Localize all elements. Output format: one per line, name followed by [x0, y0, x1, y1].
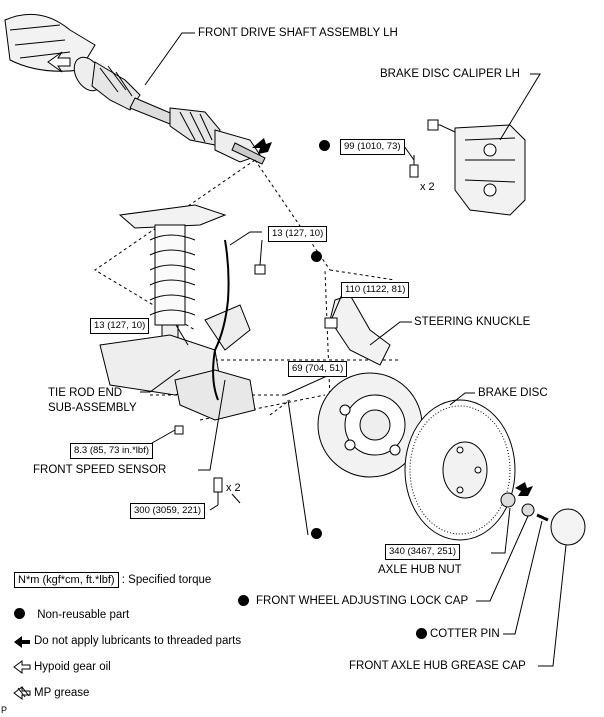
label-lock-cap: FRONT WHEEL ADJUSTING LOCK CAP: [256, 595, 469, 607]
leader-drive-shaft: [144, 32, 195, 86]
label-cotter-pin: COTTER PIN: [430, 628, 500, 640]
leader-speed-sensor: [198, 379, 226, 471]
non-reusable-dot-knuckle: [311, 251, 322, 262]
no-lube-arrow-icon: [252, 138, 272, 154]
label-speed-sensor: FRONT SPEED SENSOR: [33, 464, 167, 476]
label-drive-shaft: FRONT DRIVE SHAFT ASSEMBLY LH: [198, 27, 398, 39]
legend-hypoid-arrow-icon: [13, 660, 31, 674]
legend-torque: N*m (kgf*cm, ft.*lbf) : Specified torque: [14, 572, 212, 588]
caliper-bolt: [409, 155, 419, 178]
legend-non-reusable-text: Non-reusable part: [37, 609, 130, 622]
legend-dot-icon: [14, 608, 25, 619]
caliper-drawing: [427, 119, 526, 216]
hub-parts: [500, 492, 586, 546]
torque-sensor-bolt-small: 8.3 (85, 73 in.*lbf): [70, 443, 153, 459]
torque-ball-joint-nut: 110 (1122, 81): [341, 282, 410, 298]
leader-tie-rod: [140, 369, 181, 393]
label-steering-knuckle: STEERING KNUCKLE: [414, 316, 531, 328]
label-axle-hub-nut: AXLE HUB NUT: [378, 564, 462, 576]
non-reusable-dot-caliper: [319, 140, 330, 151]
strut-drawing: [99, 204, 256, 421]
leader-caliper: [499, 73, 541, 141]
leader-lock-cap: [476, 515, 529, 602]
legend-no-lube-arrow-icon: [14, 636, 30, 648]
legend-hypoid-oil: Hypoid gear oil: [34, 661, 111, 673]
footer-mark: P: [1, 705, 8, 715]
torque-sensor-bolt-upper: 13 (127, 10): [268, 226, 328, 242]
label-caliper: BRAKE DISC CALIPER LH: [380, 68, 520, 80]
label-brake-disc: BRAKE DISC: [478, 387, 548, 399]
label-grease-cap: FRONT AXLE HUB GREASE CAP: [349, 660, 526, 672]
lower-multiplier: x 2: [226, 482, 241, 494]
legend-no-lubricant: Do not apply lubricants to threaded part…: [34, 635, 242, 647]
brake-disc-drawing: [404, 399, 516, 541]
non-reusable-dot-lock-cap: [238, 595, 249, 606]
leader-cotter-pin: [503, 520, 543, 635]
torque-tie-rod-nut: 69 (704, 51): [288, 361, 348, 377]
leader-brake-disc: [449, 392, 475, 406]
grease-arrow-icon: [47, 51, 71, 73]
non-reusable-dot-sensor: [311, 528, 322, 539]
legend-non-reusable: Non-reusable part: [14, 608, 129, 622]
label-tie-rod-2: SUB-ASSEMBLY: [48, 402, 137, 414]
leader-grease-cap: [538, 544, 567, 667]
steering-knuckle-drawing: [317, 294, 423, 478]
leader-hub-nut: [491, 507, 511, 554]
caliper-multiplier: x 2: [420, 181, 435, 193]
legend-torque-desc: : Specified torque: [121, 574, 212, 586]
non-reusable-dot-cotter-pin: [416, 628, 427, 639]
drive-shaft-drawing: [4, 13, 266, 165]
torque-hub-nut: 340 (3467, 251): [385, 544, 461, 560]
hub-no-lube-arrow-icon: [515, 482, 533, 496]
speed-sensor-cable: [212, 239, 230, 401]
leader-knuckle: [369, 321, 412, 346]
torque-lower-bolts: 300 (3059, 221): [130, 503, 206, 519]
legend-mp-grease: MP grease: [34, 687, 90, 699]
torque-sensor-bolt-left: 13 (127, 10): [90, 318, 150, 334]
label-tie-rod-1: TIE ROD END: [48, 387, 123, 399]
legend-torque-unit: N*m (kgf*cm, ft.*lbf): [14, 572, 119, 588]
torque-caliper-bolt: 99 (1010, 73): [340, 139, 405, 155]
